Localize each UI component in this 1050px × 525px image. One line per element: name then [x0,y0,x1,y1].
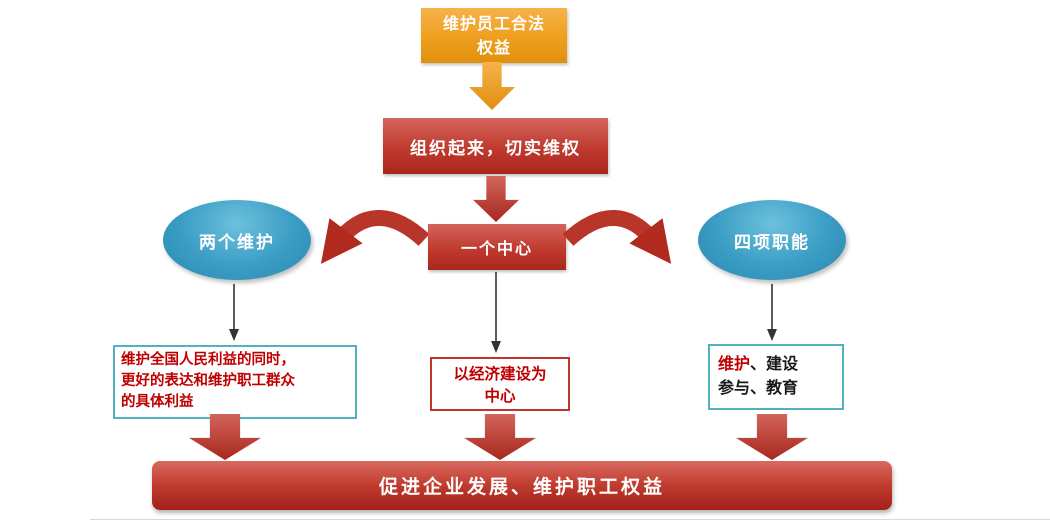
left-ellipse: 两个维护 [163,200,311,280]
bottom-divider [90,519,1050,520]
left-note-line2: 更好的表达和维护职工群众 [121,373,295,390]
center-box: 一个中心 [428,224,566,270]
center-box-label: 一个中心 [460,239,533,258]
right-note-line2: 参与、教育 [718,378,799,397]
curved-arrow-left-icon [320,210,430,264]
organize-box-label: 组织起来，切实维权 [410,138,581,159]
center-note-line2: 中心 [484,387,516,406]
bottom-bar-label: 促进企业发展、维护职工权益 [378,476,665,498]
right-ellipse: 四项职能 [698,200,846,280]
top-box: 维护员工合法权益 [421,8,567,63]
down-arrow-block-left-icon [189,414,261,460]
left-note-line1: 维护全国人民利益的同时， [121,352,295,368]
down-arrow-red-icon [473,176,519,222]
bottom-bar: 促进企业发展、维护职工权益 [152,461,892,510]
right-note-line1: 维护、建设 [718,352,834,376]
curved-arrow-right-icon [562,210,672,264]
right-note-line1-rest: 、建设 [750,354,799,373]
left-note: 维护全国人民利益的同时， 更好的表达和维护职工群众 的具体利益 [113,345,357,419]
right-note: 维护、建设 参与、教育 [708,344,844,410]
down-arrow-thin-left-icon [229,284,239,341]
right-note-red-part: 维护 [718,354,751,373]
center-note: 以经济建设为 中心 [430,357,570,411]
right-ellipse-label: 四项职能 [734,232,810,253]
down-arrow-block-center-icon [464,414,536,460]
left-ellipse-label: 两个维护 [199,232,275,253]
down-arrow-thin-right-icon [767,284,777,341]
down-arrow-thin-center-icon [491,272,501,353]
down-arrow-orange-icon [469,62,515,110]
down-arrow-block-right-icon [736,414,808,460]
center-note-line1: 以经济建设为 [453,365,547,383]
organize-box: 组织起来，切实维权 [383,118,608,174]
left-note-line3: 的具体利益 [121,394,194,411]
top-box-label: 维护员工合法权益 [443,14,546,57]
